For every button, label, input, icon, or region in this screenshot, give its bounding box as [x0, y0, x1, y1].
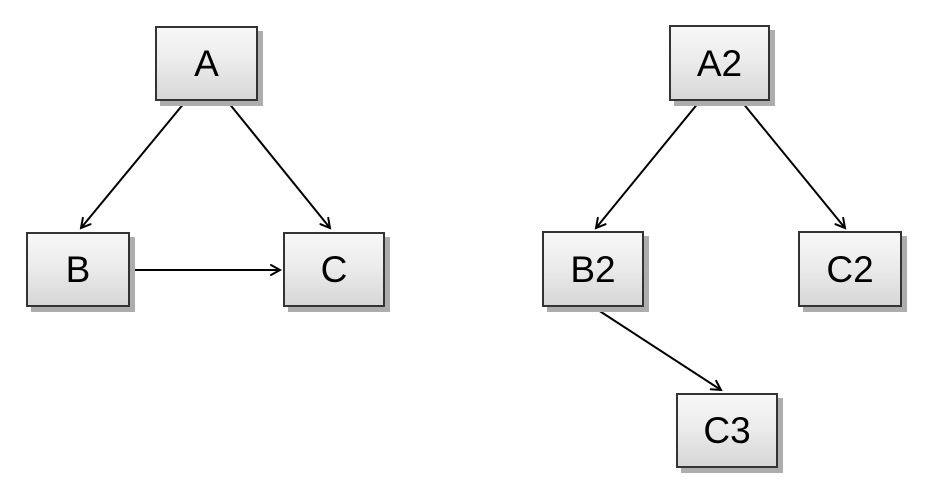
node-c2-label: C2: [826, 248, 874, 290]
node-c3[interactable]: C3: [676, 393, 778, 468]
node-a2[interactable]: A2: [669, 25, 770, 101]
node-c3-label: C3: [703, 410, 751, 451]
edge-a2-to-c2[interactable]: [741, 101, 847, 230]
node-a[interactable]: A: [155, 26, 258, 101]
node-c-label: C: [320, 249, 348, 290]
edge-a-to-b[interactable]: [79, 101, 186, 230]
node-b2[interactable]: B2: [542, 231, 644, 307]
edge-b2-to-c3[interactable]: [594, 307, 723, 392]
node-b2-label: B2: [570, 248, 616, 290]
edge-a-to-c[interactable]: [227, 101, 332, 230]
node-c2[interactable]: C2: [798, 231, 902, 307]
node-b[interactable]: B: [26, 232, 130, 307]
node-a-label: A: [194, 43, 219, 84]
node-a2-label: A2: [696, 42, 743, 84]
node-b-label: B: [65, 249, 91, 290]
edge-a2-to-b2[interactable]: [594, 101, 700, 230]
node-c[interactable]: C: [283, 232, 385, 307]
